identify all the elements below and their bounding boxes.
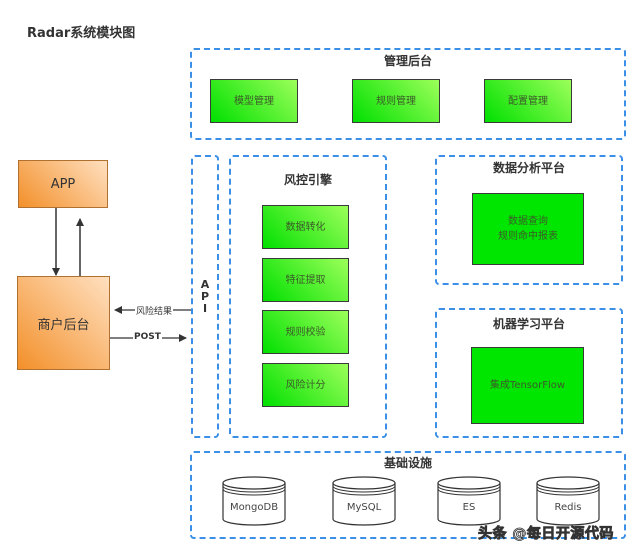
es-store[interactable]: ES xyxy=(437,475,501,527)
mongodb-store[interactable]: MongoDB xyxy=(222,475,286,527)
rule-hit-report-text: 规则命中报表 xyxy=(498,231,558,242)
tensorflow-box[interactable]: 集成TensorFlow xyxy=(471,347,584,424)
admin-group-title: 管理后台 xyxy=(383,54,432,68)
mysql-label: MySQL xyxy=(346,502,382,513)
admin-group: 管理后台 xyxy=(190,48,626,140)
mongodb-label: MongoDB xyxy=(229,502,279,513)
analytics-group: 数据分析平台 xyxy=(435,155,623,285)
analytics-title: 数据分析平台 xyxy=(492,161,565,175)
rule-management-box[interactable]: 规则管理 xyxy=(352,79,440,123)
api-letter-p: P xyxy=(200,290,210,303)
api-letter-i: I xyxy=(202,302,208,315)
feature-extract-box[interactable]: 特征提取 xyxy=(262,258,349,302)
ml-title: 机器学习平台 xyxy=(492,317,565,331)
mysql-store[interactable]: MySQL xyxy=(332,475,396,527)
risk-engine-title: 风控引擎 xyxy=(283,173,332,187)
database-icon xyxy=(437,476,501,526)
risk-engine-group: 风控引擎 xyxy=(229,155,387,438)
api-group[interactable] xyxy=(191,155,219,438)
database-icon xyxy=(222,476,286,526)
model-management-box[interactable]: 模型管理 xyxy=(210,79,298,123)
rule-check-box[interactable]: 规则校验 xyxy=(262,310,349,354)
database-icon xyxy=(536,476,600,526)
data-query-text: 数据查询 xyxy=(508,216,548,227)
api-label: A P I xyxy=(199,279,211,315)
infra-title: 基础设施 xyxy=(383,456,432,470)
redis-store[interactable]: Redis xyxy=(536,475,600,527)
post-label: POST xyxy=(133,332,162,342)
es-label: ES xyxy=(462,502,476,513)
risk-result-label: 风险结果 xyxy=(135,304,174,317)
watermark: 头条 @每日开源代码 xyxy=(478,526,614,543)
data-transform-box[interactable]: 数据转化 xyxy=(262,205,349,249)
redis-label: Redis xyxy=(554,502,582,513)
ml-group: 机器学习平台 xyxy=(435,308,623,438)
diagram-title: Radar系统模块图 xyxy=(27,26,136,41)
risk-score-box[interactable]: 风险计分 xyxy=(262,363,349,407)
merchant-backend-box[interactable]: 商户后台 xyxy=(17,276,110,370)
api-letter-a: A xyxy=(200,278,210,291)
analytics-box[interactable]: 数据查询 规则命中报表 xyxy=(472,193,584,265)
database-icon xyxy=(332,476,396,526)
app-box[interactable]: APP xyxy=(18,160,108,208)
config-management-box[interactable]: 配置管理 xyxy=(484,79,572,123)
infra-group: 基础设施 xyxy=(190,451,626,539)
